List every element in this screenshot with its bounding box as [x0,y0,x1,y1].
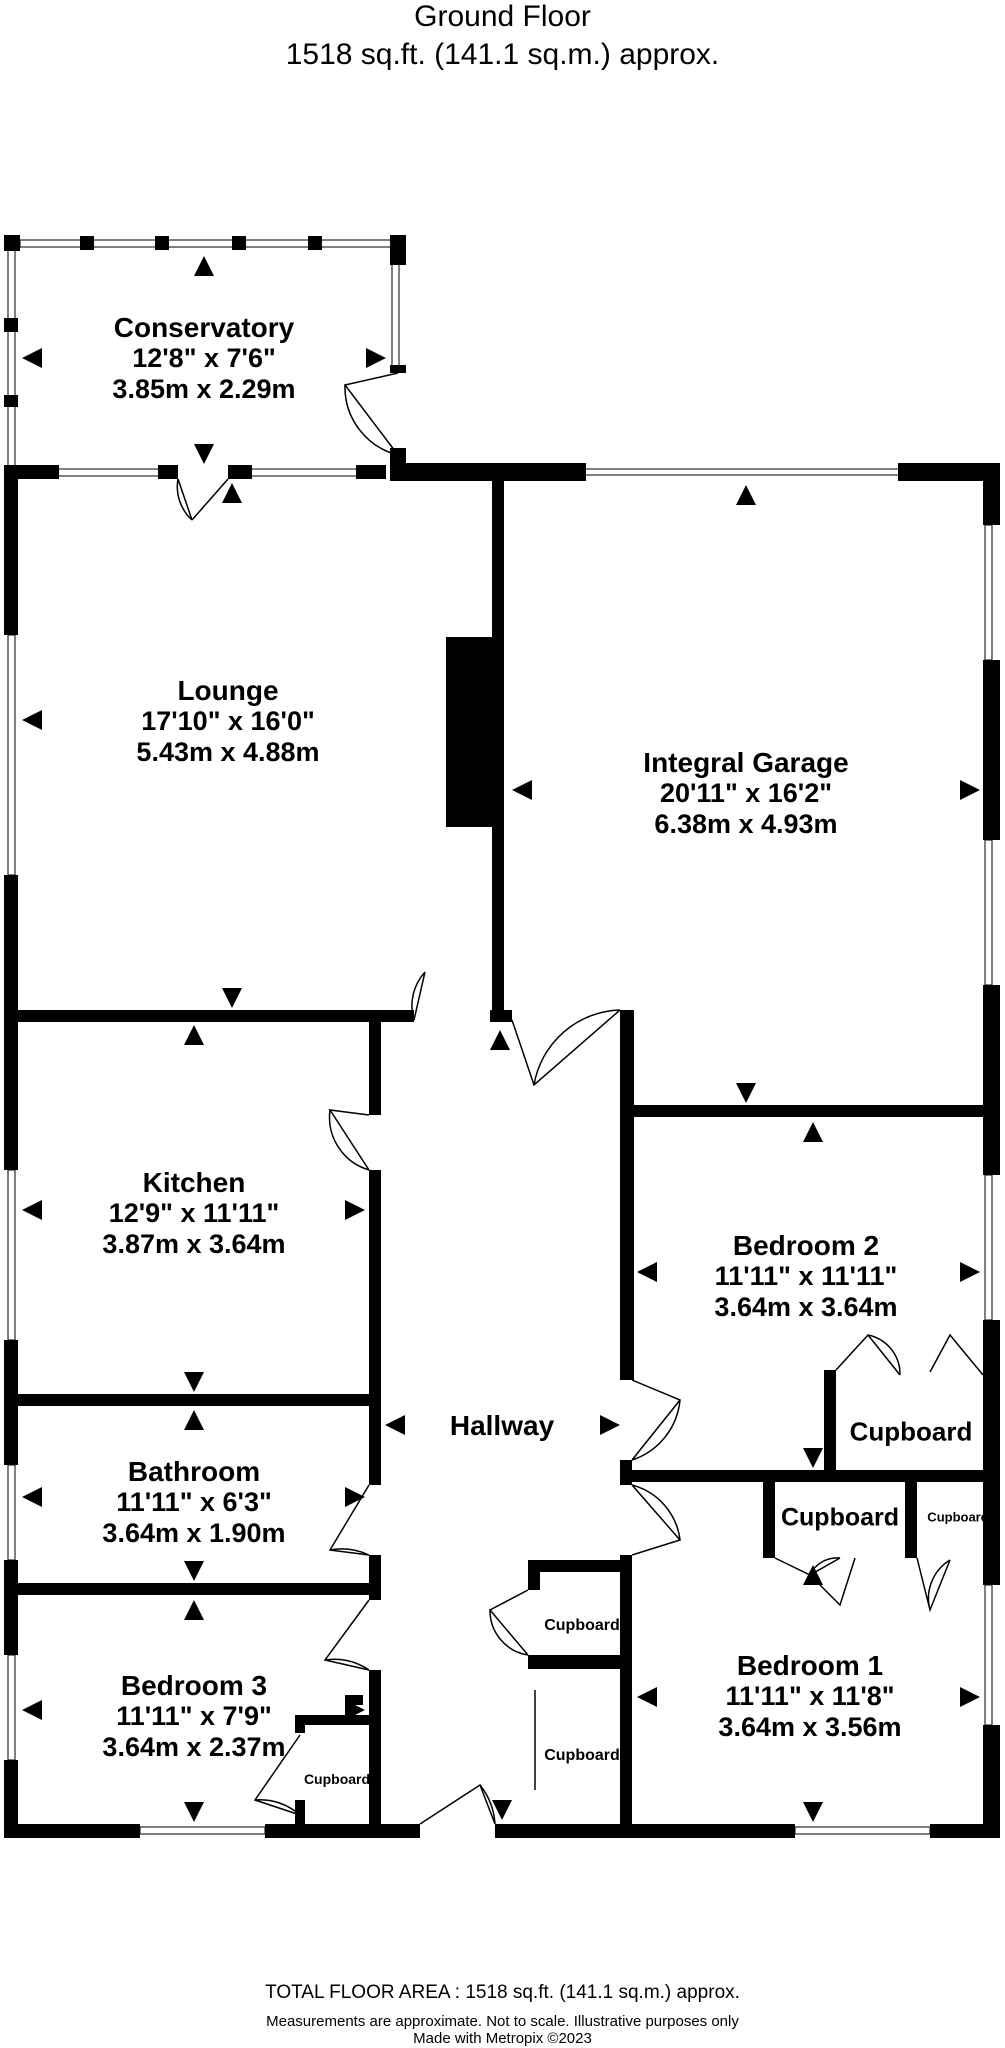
room-imperial: 12'9" x 11'11" [108,1198,280,1228]
room-metric: 3.64m x 1.90m [102,1518,286,1548]
room-name: Hallway [449,1410,555,1441]
room-imperial: 11'11" x 6'3" [116,1487,272,1517]
room-metric: 3.64m x 3.56m [718,1712,902,1742]
room-name: Lounge [177,675,279,706]
credit: Made with Metropix ©2023 [413,2030,592,2047]
room-imperial: 11'11" x 11'8" [725,1681,895,1711]
room-imperial: 12'8" x 7'6" [132,343,276,373]
doors [176,372,984,1825]
room-name: Bedroom 3 [120,1670,268,1701]
cupboard-label-hallway-upper: Cupboard [544,1617,620,1634]
walls [4,235,1000,1838]
room-lounge: Lounge 17'10" x 16'0" 5.43m x 4.88m [136,675,319,768]
room-imperial: 20'11" x 16'2" [659,778,833,808]
room-name: Kitchen [142,1167,246,1198]
disclaimer: Measurements are approximate. Not to sca… [266,2013,739,2030]
floor-area: 1518 sq.ft. (141.1 sq.m.) approx. [285,38,720,71]
room-metric: 5.43m x 4.88m [136,737,320,767]
room-imperial: 11'11" x 7'9" [116,1701,272,1731]
room-kitchen: Kitchen 12'9" x 11'11" 3.87m x 3.64m [102,1167,285,1260]
room-imperial: 11'11" x 11'11" [714,1261,898,1291]
room-conservatory: Conservatory 12'8" x 7'6" 3.85m x 2.29m [112,312,295,405]
cupboard-label-bedroom3: Cupboard [303,1771,371,1787]
room-name: Integral Garage [643,747,849,778]
room-name: Conservatory [113,312,295,343]
room-bedroom-1: Bedroom 1 11'11" x 11'8" 3.64m x 3.56m [718,1650,901,1743]
room-metric: 6.38m x 4.93m [654,809,838,839]
room-metric: 3.64m x 3.64m [714,1292,898,1322]
room-name: Bathroom [127,1456,261,1487]
room-metric: 3.64m x 2.37m [102,1732,286,1762]
room-bathroom: Bathroom 11'11" x 6'3" 3.64m x 1.90m [102,1456,285,1549]
room-integral-garage: Integral Garage 20'11" x 16'2" 6.38m x 4… [643,747,848,840]
windows [7,239,993,1835]
room-name: Bedroom 1 [736,1650,884,1681]
cupboard-label-bedroom1-left: Cupboard [780,1503,900,1532]
room-name: Bedroom 2 [732,1230,880,1261]
room-imperial: 17'10" x 16'0" [141,706,315,736]
room-hallway: Hallway [450,1410,554,1441]
floor-title: Ground Floor [414,0,591,33]
room-bedroom-3: Bedroom 3 11'11" x 7'9" 3.64m x 2.37m [102,1670,285,1763]
dimension-arrows [22,256,980,1822]
room-metric: 3.85m x 2.29m [112,374,296,404]
room-metric: 3.87m x 3.64m [102,1229,286,1259]
cupboard-label-hallway-lower: Cupboard [544,1747,620,1764]
cupboard-label-bedroom1-right: Cupboard [927,1509,989,1525]
room-bedroom-2: Bedroom 2 11'11" x 11'11" 3.64m x 3.64m [714,1230,897,1323]
cupboard-label-bedroom2: Cupboard [849,1416,973,1447]
total-floor-area: TOTAL FLOOR AREA : 1518 sq.ft. (141.1 sq… [265,1982,740,2003]
